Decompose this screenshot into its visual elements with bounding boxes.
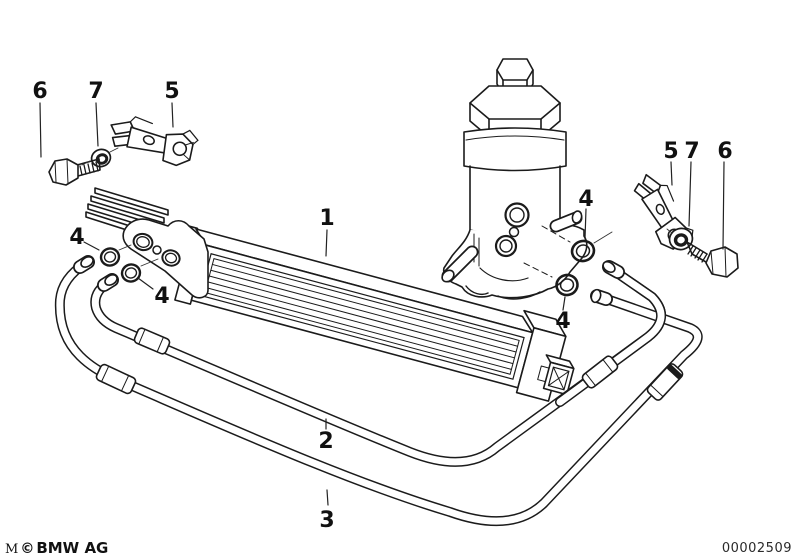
diagram-number: 00002509 [721,541,792,556]
pipe-seal-band [667,364,682,379]
callout-4-left-lower: 4 [154,284,169,309]
callout-4-left-upper: 4 [69,225,84,250]
copyright-prefix: M [5,542,19,557]
oil-cooler [162,219,585,405]
cooler-connector-block [536,354,575,394]
brand-name: BMW AG [36,539,109,557]
hex-bolt-right [687,242,738,277]
copyright-icon: © [20,541,35,557]
pipe-2-right-overlay [560,268,661,402]
cooler-fin [95,188,168,215]
clamp-bracket-left [105,111,201,170]
cooler-fin [91,196,164,223]
callout-3: 3 [319,508,334,533]
oil-filter-housing [440,59,587,299]
pipe-end-fittings [79,255,618,304]
copyright-notice: M © BMW AG [5,539,108,557]
callout-7-right: 7 [684,139,699,164]
callout-4-right-lower: 4 [555,309,570,334]
callout-1: 1 [319,206,334,231]
callout-2: 2 [318,429,333,454]
callout-6-right: 6 [717,139,732,164]
callout-5-right: 5 [663,139,678,164]
o-ring-right-upper [570,238,596,263]
callout-labels: 6 7 5 1 4 4 4 4 5 7 6 2 3 [32,79,732,533]
pipe-3-oil-cooling-line [60,263,698,521]
leader-lines [40,103,724,505]
callout-6-left: 6 [32,79,47,104]
cooler-mounting-flange [86,188,208,298]
callout-5-left: 5 [164,79,179,104]
hex-bolt-left [49,159,100,185]
alignment-lines [82,148,672,266]
o-ring-right-lower [554,273,579,298]
callout-4-right-upper: 4 [578,187,593,212]
o-ring-left-upper [99,246,121,267]
washer-right [667,226,695,252]
o-ring-left-lower [120,262,142,283]
pipe-2-ferrule-right [581,355,619,390]
pipe-3-ferrule-right [646,362,684,401]
callout-7-left: 7 [88,79,103,104]
pipe-3-ferrule [95,363,137,394]
pipe-2-ferrule [133,327,171,355]
